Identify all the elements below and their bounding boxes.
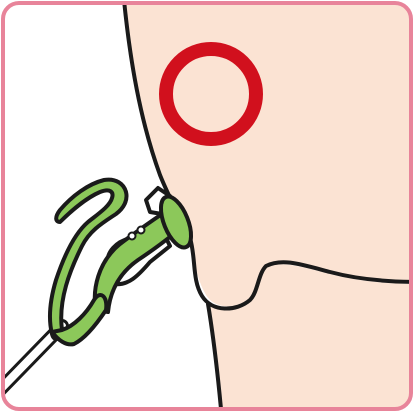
- arm-dot-1: [129, 233, 136, 240]
- arm-dot-2: [138, 227, 145, 234]
